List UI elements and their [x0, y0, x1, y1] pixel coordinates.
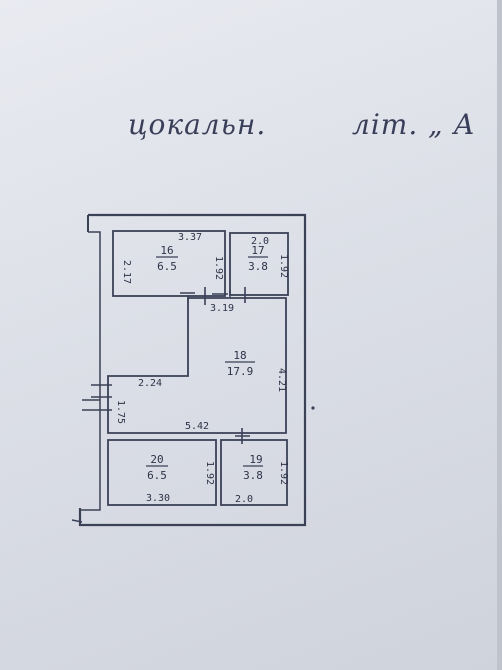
dim-room17-top: 2.0: [251, 236, 269, 247]
door-marks-top: [180, 287, 246, 305]
dim-room18-left: 1.75: [115, 400, 126, 424]
room-17-area: 3.8: [248, 260, 268, 273]
liter-label: літ. „ А: [352, 108, 476, 141]
dim-room16-top: 3.37: [178, 232, 202, 243]
room-18-number: 18: [233, 349, 246, 362]
door-marks-middle: [82, 384, 250, 444]
outer-wall: [78, 213, 307, 527]
room-16-area: 6.5: [157, 260, 177, 273]
partition-marks: [187, 290, 231, 303]
plan-heading: цокальн. літ. „ А: [128, 108, 475, 141]
room-20: [107, 439, 217, 506]
page-edge: [497, 0, 502, 670]
room-19-number: 19: [249, 453, 262, 466]
dim-room16-left: 2.17: [121, 260, 132, 284]
room-17: [229, 232, 289, 296]
dim-room16-right: 1.92: [213, 256, 224, 280]
room-20-area: 6.5: [147, 469, 167, 482]
room-19-area: 3.8: [243, 469, 263, 482]
dim-room17-right: 1.92: [278, 254, 289, 278]
room-20-number: 20: [150, 453, 163, 466]
dim-room19-right: 1.92: [278, 461, 289, 485]
margin-dot: [311, 406, 315, 410]
room-16-number: 16: [160, 244, 173, 257]
wall-tick: [71, 519, 83, 523]
dim-room18-step: 2.24: [138, 378, 162, 389]
room-18-area: 17.9: [227, 365, 254, 378]
dim-room20-inner: 1.92: [204, 461, 215, 485]
outer-wall-inner-line: [80, 231, 101, 511]
room-17-number: 17: [251, 244, 264, 257]
floor-label: цокальн.: [128, 108, 267, 141]
room-19: [220, 439, 288, 506]
dim-room20-bottom: 3.30: [146, 493, 170, 504]
dim-room18-bottom: 5.42: [185, 421, 209, 432]
room-16: [112, 230, 226, 297]
dim-corridor-top: 3.19: [210, 303, 234, 314]
dim-room19-bottom: 2.0: [235, 494, 253, 505]
dim-room18-right: 4.21: [276, 368, 287, 392]
room-18: [107, 297, 287, 434]
